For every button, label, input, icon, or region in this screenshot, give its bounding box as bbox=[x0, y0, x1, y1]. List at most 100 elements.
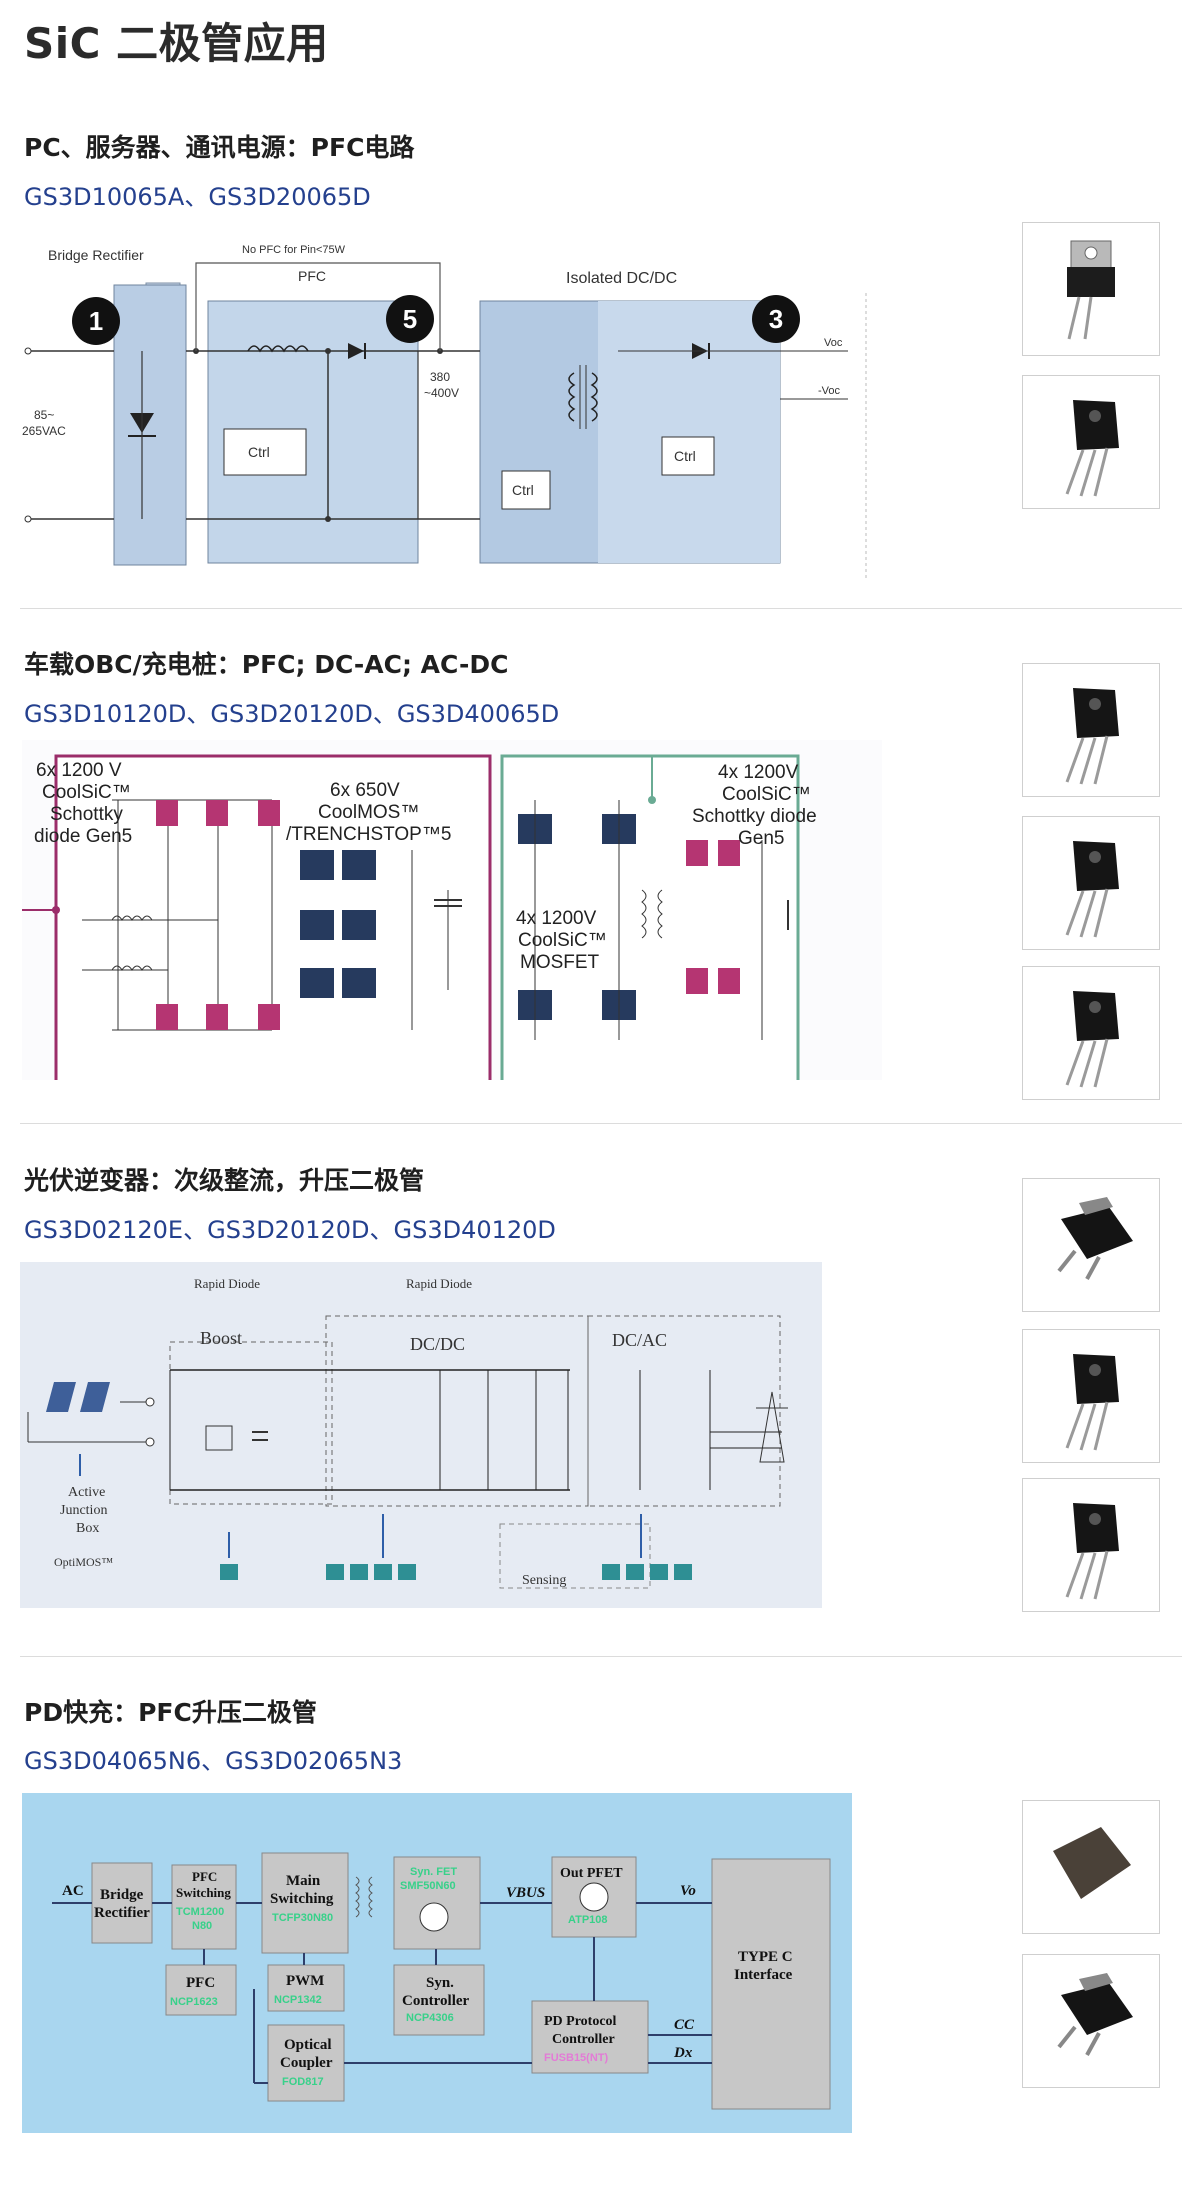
bridge-label-a: Bridge bbox=[100, 1887, 144, 1903]
out-pfet-label: Out PFET bbox=[560, 1866, 623, 1881]
sic-diode-brand-label: CoolSiC™ bbox=[722, 784, 811, 805]
diode-brand-label: CoolSiC™ bbox=[42, 782, 131, 803]
pfc-circuit-diagram: 1 5 3 Bridge Rectifier No PFC for Pin<75… bbox=[18, 233, 870, 578]
optical-part: FOD817 bbox=[282, 2076, 324, 2088]
dcac-label: DC/AC bbox=[612, 1330, 667, 1350]
product-thumb-to247[interactable] bbox=[1022, 663, 1160, 797]
sic-diode-count-label: 4x 1200V bbox=[718, 762, 799, 783]
junction-box-label-c: Box bbox=[76, 1521, 99, 1536]
product-thumb-to247[interactable] bbox=[1022, 1329, 1160, 1463]
section-divider bbox=[20, 608, 1182, 609]
bridge-rectifier-label: Bridge Rectifier bbox=[48, 247, 144, 263]
diode-type-label: Schottky bbox=[50, 804, 123, 825]
typec-label-b: Interface bbox=[734, 1967, 793, 1983]
pd-ctrl-label-a: PD Protocol bbox=[544, 2014, 617, 2029]
product-thumb-to247[interactable] bbox=[1022, 816, 1160, 950]
vo-label: Vo bbox=[680, 1883, 696, 1899]
to-252-package-icon bbox=[1057, 1973, 1133, 2056]
pfc-ctrl-label: PFC bbox=[186, 1975, 215, 1991]
main-switching-label-a: Main bbox=[286, 1873, 321, 1889]
sensing-label: Sensing bbox=[522, 1573, 566, 1588]
ctrl-label: Ctrl bbox=[248, 444, 270, 460]
out-pfet-part: ATP108 bbox=[568, 1914, 608, 1926]
syn-fet-label: Syn. FET bbox=[410, 1866, 457, 1878]
sic-diode-gen-label: Gen5 bbox=[738, 828, 784, 849]
to-247-package-icon bbox=[1065, 400, 1119, 497]
product-thumb-dfn[interactable] bbox=[1022, 1800, 1160, 1934]
bridge-label-b: Rectifier bbox=[94, 1905, 150, 1921]
product-thumb-to247[interactable] bbox=[1022, 966, 1160, 1100]
pfc-switching-part-b: N80 bbox=[192, 1920, 212, 1932]
syn-fet-part: SMF50N60 bbox=[400, 1880, 456, 1892]
ctrl-label: Ctrl bbox=[512, 482, 534, 498]
section-title-pd: PD快充：PFC升压二极管 bbox=[24, 1698, 317, 1727]
diode-gen-label: diode Gen5 bbox=[34, 826, 132, 847]
to-247-package-icon bbox=[1065, 688, 1119, 785]
dx-label: Dx bbox=[673, 2045, 693, 2061]
step-1-marker: 1 bbox=[89, 306, 103, 336]
section-title-pfc: PC、服务器、通讯电源：PFC电路 bbox=[24, 133, 415, 162]
ac-input-label: AC bbox=[62, 1883, 84, 1899]
diode-count-label: 6x 1200 V bbox=[36, 760, 122, 781]
vin-label-a: 85~ bbox=[34, 408, 54, 422]
product-thumb-to252[interactable] bbox=[1022, 1178, 1160, 1312]
pd-ctrl-part: FUSB15(NT) bbox=[544, 2052, 609, 2064]
pfc-switching-part: TCM1200 bbox=[176, 1906, 224, 1918]
sic-mos-type-label: MOSFET bbox=[520, 952, 600, 973]
dcdc-label: DC/DC bbox=[410, 1334, 465, 1354]
page-title: SiC 二极管应用 bbox=[24, 19, 329, 68]
section-divider bbox=[20, 1656, 1182, 1657]
section-title-obc: 车载OBC/充电桩：PFC; DC-AC; AC-DC bbox=[24, 650, 509, 679]
to-220-package-icon bbox=[1067, 240, 1115, 340]
dfn-package-icon bbox=[1053, 1827, 1131, 1899]
v400-label: ~400V bbox=[424, 386, 459, 400]
vout-neg-label: -Voc bbox=[818, 385, 841, 397]
pfc-ctrl-part: NCP1623 bbox=[170, 1996, 218, 2008]
syn-ctrl-label-b: Controller bbox=[402, 1993, 470, 2009]
main-switching-label-b: Switching bbox=[270, 1891, 334, 1907]
sic-mos-brand-label: CoolSiC™ bbox=[518, 930, 607, 951]
sic-diode-type-label: Schottky diode bbox=[692, 806, 817, 827]
optical-label-a: Optical bbox=[284, 2037, 332, 2053]
rapid-diode-label: Rapid Diode bbox=[194, 1276, 260, 1291]
section-divider bbox=[20, 1123, 1182, 1124]
v380-label: 380 bbox=[430, 370, 450, 384]
optimos-label: OptiMOS™ bbox=[54, 1555, 113, 1569]
ctrl-label: Ctrl bbox=[674, 448, 696, 464]
mos-type-label: /TRENCHSTOP™5 bbox=[286, 824, 451, 845]
section-title-pv: 光伏逆变器：次级整流，升压二极管 bbox=[24, 1166, 425, 1195]
no-pfc-label: No PFC for Pin<75W bbox=[242, 244, 346, 256]
part-numbers-pd[interactable]: GS3D04065N6、GS3D02065N3 bbox=[24, 1747, 403, 1775]
to-247-package-icon bbox=[1065, 991, 1119, 1088]
isolated-dcdc-label: Isolated DC/DC bbox=[566, 270, 677, 287]
junction-box-label-a: Active bbox=[68, 1485, 105, 1500]
product-thumb-to220[interactable] bbox=[1022, 222, 1160, 356]
pd-ctrl-label-b: Controller bbox=[552, 2032, 615, 2047]
typec-label-a: TYPE C bbox=[738, 1949, 793, 1965]
vbus-label: VBUS bbox=[506, 1885, 545, 1901]
part-numbers-obc[interactable]: GS3D10120D、GS3D20120D、GS3D40065D bbox=[24, 700, 560, 728]
pwm-part: NCP1342 bbox=[274, 1994, 322, 2006]
syn-ctrl-label-a: Syn. bbox=[426, 1975, 454, 1991]
pfc-label: PFC bbox=[298, 268, 326, 284]
boost-label: Boost bbox=[200, 1328, 242, 1348]
vin-label-b: 265VAC bbox=[22, 424, 66, 438]
rapid-diode-label: Rapid Diode bbox=[406, 1276, 472, 1291]
optical-label-b: Coupler bbox=[280, 2055, 333, 2071]
step-5-marker: 5 bbox=[403, 304, 417, 334]
obc-charger-diagram: 6x 1200 V CoolSiC™ Schottky diode Gen5 6… bbox=[22, 740, 882, 1080]
step-3-marker: 3 bbox=[769, 304, 783, 334]
to-252-package-icon bbox=[1057, 1197, 1133, 1280]
pwm-label: PWM bbox=[286, 1973, 324, 1989]
junction-box-label-b: Junction bbox=[60, 1503, 107, 1518]
product-thumb-to247[interactable] bbox=[1022, 375, 1160, 509]
syn-ctrl-part: NCP4306 bbox=[406, 2012, 454, 2024]
pv-inverter-diagram: Rapid Diode Rapid Diode Boost DC/DC DC/A… bbox=[20, 1262, 822, 1608]
mos-count-label: 6x 650V bbox=[330, 780, 400, 801]
part-numbers-pfc[interactable]: GS3D10065A、GS3D20065D bbox=[24, 183, 371, 211]
main-switching-part: TCFP30N80 bbox=[272, 1912, 333, 1924]
mos-brand-label: CoolMOS™ bbox=[318, 802, 419, 823]
product-thumb-to247[interactable] bbox=[1022, 1478, 1160, 1612]
part-numbers-pv[interactable]: GS3D02120E、GS3D20120D、GS3D40120D bbox=[24, 1216, 556, 1244]
product-thumb-to252[interactable] bbox=[1022, 1954, 1160, 2088]
